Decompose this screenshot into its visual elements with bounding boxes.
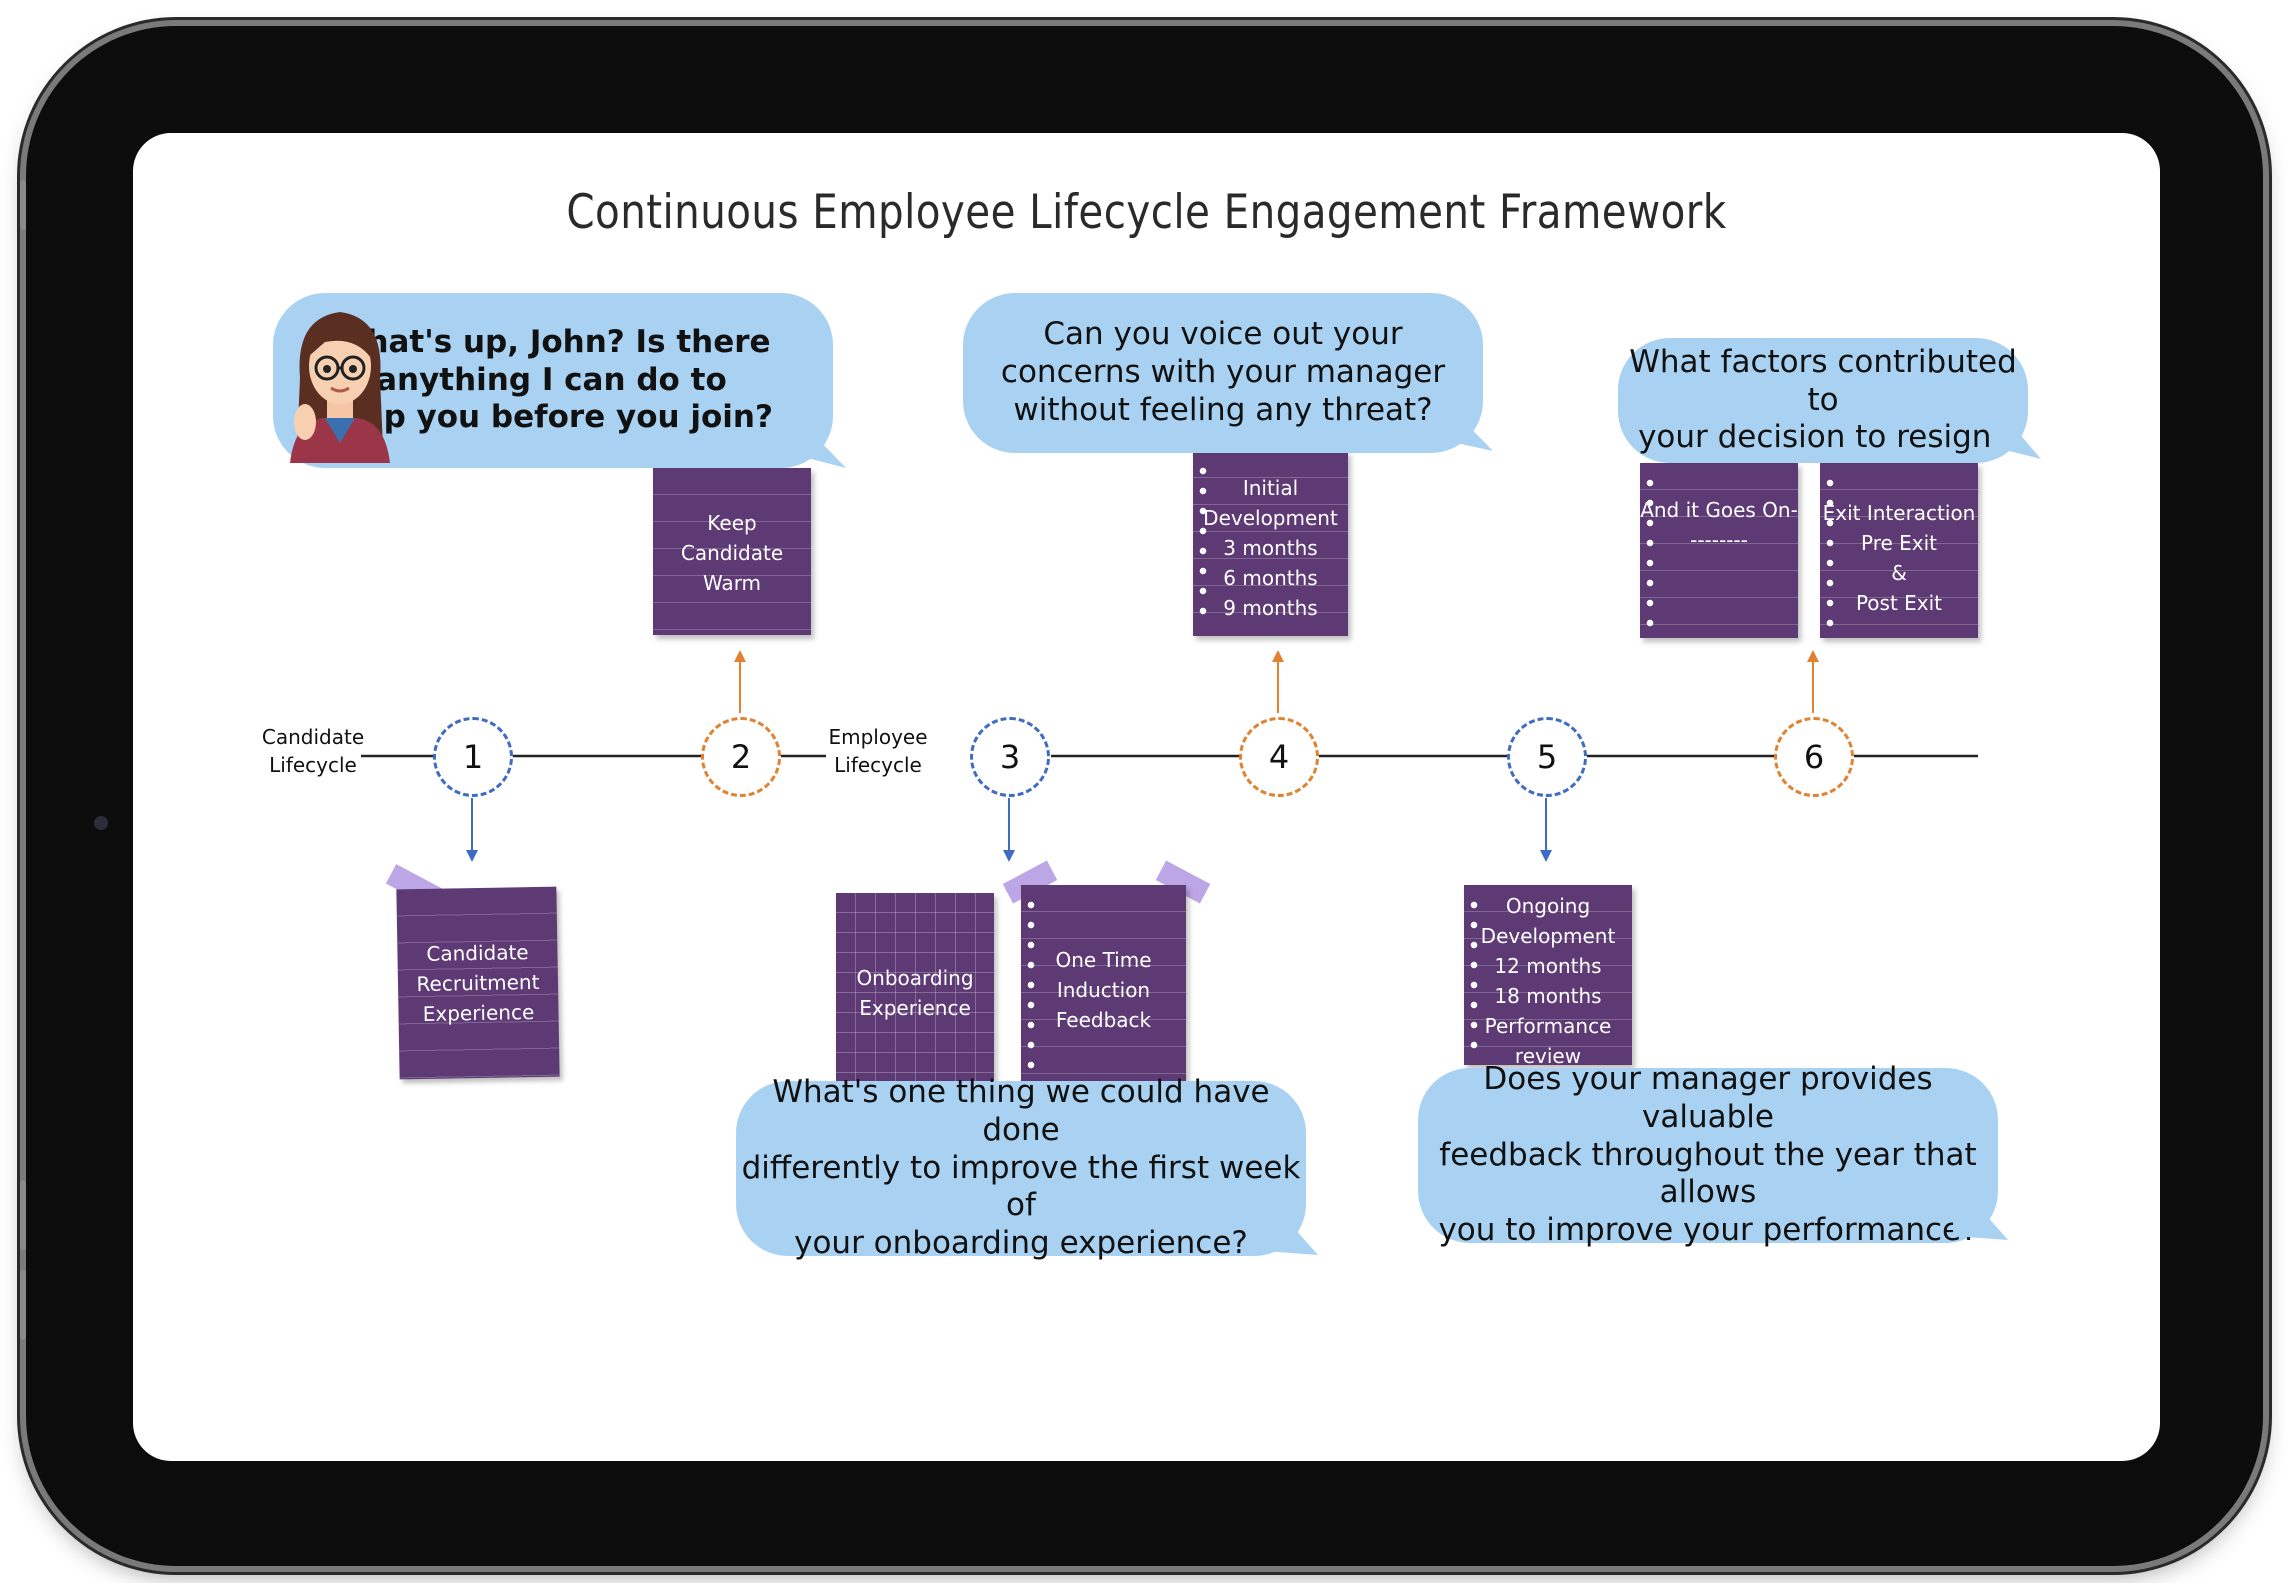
induction-feedback-note: One Time Induction Feedback bbox=[1021, 885, 1186, 1085]
bubble-text: What factors contributed to your decisio… bbox=[1629, 343, 2017, 456]
note-items: 12 months 18 months Performance review bbox=[1484, 954, 1612, 1068]
note-title: Initial Development bbox=[1203, 476, 1338, 530]
bubble-text: Can you voice out your concerns with you… bbox=[1000, 316, 1446, 428]
bubble-text: What's up, John? Is there anything I can… bbox=[330, 323, 773, 436]
note-items: Pre Exit & Post Exit bbox=[1855, 531, 1943, 615]
stage-3-node: 3 bbox=[970, 717, 1050, 797]
onboarding-experience-note: Onboarding Experience bbox=[836, 893, 994, 1093]
side-button bbox=[20, 1270, 26, 1340]
stage-6-node: 6 bbox=[1774, 717, 1854, 797]
stage-4-node: 4 bbox=[1239, 717, 1319, 797]
stage-5-node: 5 bbox=[1507, 717, 1587, 797]
stage-2-node: 2 bbox=[701, 717, 781, 797]
screen: Continuous Employee Lifecycle Engagement… bbox=[133, 133, 2160, 1461]
camera-icon bbox=[94, 816, 108, 830]
manager-feedback-question-bubble: Does your manager provides valuable feed… bbox=[1418, 1061, 1998, 1248]
keep-candidate-warm-note: Keep Candidate Warm bbox=[653, 468, 811, 635]
spiral-holes bbox=[1199, 461, 1207, 626]
side-button bbox=[20, 1180, 26, 1250]
spiral-holes bbox=[1027, 895, 1035, 1075]
voice-concerns-question-bubble: Can you voice out your concerns with you… bbox=[963, 293, 1483, 453]
note-title: Exit Interaction bbox=[1822, 501, 1976, 525]
diagram-title: Continuous Employee Lifecycle Engagement… bbox=[566, 185, 1727, 240]
spiral-holes bbox=[1826, 473, 1834, 628]
pre-join-question-bubble: What's up, John? Is there anything I can… bbox=[273, 293, 833, 468]
spiral-holes bbox=[1470, 895, 1478, 1055]
resign-factors-question-bubble: What factors contributed to your decisio… bbox=[1618, 338, 2028, 463]
bubble-tail bbox=[1953, 1178, 2008, 1240]
exit-interaction-note: Exit Interaction Pre Exit & Post Exit bbox=[1820, 463, 1978, 638]
bubble-tail bbox=[1438, 395, 1493, 451]
bubble-tail bbox=[1263, 1193, 1318, 1255]
ongoing-development-note: Ongoing Development 12 months 18 months … bbox=[1464, 885, 1632, 1068]
bubble-text: What's one thing we could have done diff… bbox=[741, 1073, 1301, 1262]
and-it-goes-on-note: And it Goes On- -------- bbox=[1640, 463, 1798, 638]
employee-lifecycle-label: Employee Lifecycle bbox=[828, 725, 928, 777]
side-button bbox=[20, 180, 26, 230]
note-text: Onboarding Experience bbox=[856, 966, 974, 1020]
stage-1-node: 1 bbox=[433, 717, 513, 797]
note-items: 3 months 6 months 9 months bbox=[1223, 536, 1318, 620]
bubble-tail bbox=[1993, 403, 2041, 459]
note-text: Keep Candidate Warm bbox=[680, 511, 784, 595]
first-week-question-bubble: What's one thing we could have done diff… bbox=[736, 1074, 1306, 1261]
note-text: One Time Induction Feedback bbox=[1055, 948, 1152, 1032]
avatar-icon bbox=[285, 298, 395, 473]
bubble-tail bbox=[788, 408, 846, 468]
candidate-lifecycle-label: Candidate Lifecycle bbox=[261, 725, 365, 777]
note-text: And it Goes On- -------- bbox=[1640, 498, 1798, 552]
note-text: Candidate Recruitment Experience bbox=[416, 940, 540, 1026]
initial-development-note: Initial Development 3 months 6 months 9 … bbox=[1193, 451, 1348, 636]
bubble-text: Does your manager provides valuable feed… bbox=[1438, 1060, 1978, 1249]
spiral-holes bbox=[1646, 473, 1654, 628]
note-title: Ongoing Development bbox=[1480, 894, 1616, 948]
candidate-recruitment-note: Candidate Recruitment Experience bbox=[396, 886, 560, 1080]
